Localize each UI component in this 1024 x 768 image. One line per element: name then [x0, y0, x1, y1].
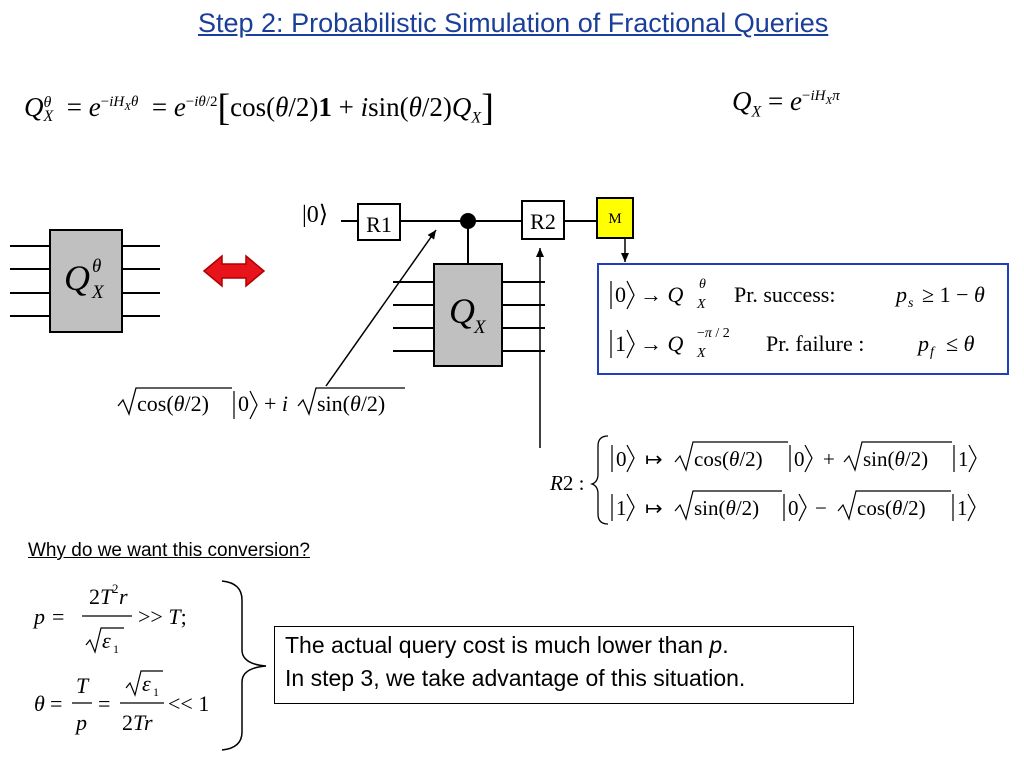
svg-text:>> T;: >> T; [138, 604, 187, 629]
svg-text:→ Q: → Q [640, 282, 684, 307]
equivalence-double-arrow [202, 254, 266, 288]
svg-text:2: 2 [112, 581, 119, 596]
svg-text:ε: ε [142, 671, 151, 696]
svg-text:cos(θ/2): cos(θ/2) [857, 496, 926, 520]
left-oracle-label-x: X [91, 282, 105, 303]
svg-text:−π / 2: −π / 2 [697, 326, 730, 341]
theta-formula: θ = T p = ε 1 2Tr << 1 [34, 670, 209, 735]
svg-text:T: T [76, 673, 90, 698]
svg-text:1: 1 [113, 642, 119, 656]
measure-gate [596, 197, 634, 239]
r2-gate [521, 200, 565, 240]
left-oracle-label-q: Q [64, 258, 90, 298]
svg-text:p: p [32, 604, 45, 629]
svg-text:−: − [815, 496, 827, 520]
r1-state-pointer [325, 229, 437, 387]
svg-text:1: 1 [615, 331, 626, 356]
r2-gate-label: R2 [530, 209, 556, 234]
svg-text:≥ 1 − θ: ≥ 1 − θ [922, 282, 985, 307]
svg-text:ε: ε [102, 628, 111, 653]
svg-text:f: f [930, 345, 936, 360]
r1-gate [357, 203, 401, 241]
svg-text:+: + [823, 447, 835, 471]
oracle-label-x: X [473, 317, 487, 338]
svg-text:s: s [908, 296, 914, 311]
r1-state-expression: cos(θ/2) 0 + i sin(θ/2) [117, 387, 405, 420]
left-oracle-label-theta: θ [92, 256, 101, 277]
conclusion-box: The actual query cost is much lower than… [274, 626, 854, 704]
svg-text:r: r [119, 584, 128, 609]
svg-text:↦: ↦ [645, 447, 663, 471]
grouping-brace [221, 580, 267, 751]
svg-text:0: 0 [238, 391, 249, 416]
slide-title: Step 2: Probabilistic Simulation of Frac… [198, 8, 829, 38]
svg-text:1: 1 [958, 447, 969, 471]
r1-gate-label: R1 [366, 212, 392, 237]
conclusion-line-1-var: p [709, 632, 723, 658]
conclusion-line-1: The actual query cost is much lower than… [285, 629, 853, 662]
svg-text:θ: θ [699, 277, 706, 292]
svg-text:+ i: + i [264, 391, 288, 416]
svg-text:p: p [74, 710, 87, 735]
svg-text:R2 :: R2 : [549, 471, 584, 495]
p-formula: p = 2T 2 r ε 1 >> T; [32, 581, 187, 656]
query-operator-equation: QX = e−iHXπ [732, 86, 840, 121]
input-ket-label: |0⟩ [302, 202, 328, 228]
svg-text:0: 0 [616, 447, 627, 471]
svg-text:Pr. failure :: Pr. failure : [766, 331, 864, 356]
svg-text:cos(θ/2): cos(θ/2) [137, 391, 209, 416]
svg-text:cos(θ/2): cos(θ/2) [694, 447, 763, 471]
control-dot [460, 213, 476, 229]
svg-text:X: X [696, 297, 706, 312]
svg-text:<< 1: << 1 [168, 691, 209, 716]
outcome-success-row: 0 → Q θ X Pr. success: p s ≥ 1 − θ [610, 277, 985, 312]
svg-text:Pr. success:: Pr. success: [734, 282, 835, 307]
svg-text:0: 0 [788, 496, 799, 520]
conclusion-line-1-text: The actual query cost is much lower than [285, 632, 710, 658]
why-heading: Why do we want this conversion? [28, 540, 310, 561]
outcome-box [597, 263, 1009, 375]
oracle-box [433, 263, 503, 367]
svg-text:→ Q: → Q [640, 331, 684, 356]
conclusion-line-2: In step 3, we take advantage of this sit… [285, 665, 746, 691]
svg-text:θ: θ [34, 691, 45, 716]
svg-text:sin(θ/2): sin(θ/2) [863, 447, 928, 471]
left-oracle-box [49, 229, 123, 333]
svg-text:≤ θ: ≤ θ [946, 331, 975, 356]
svg-text:sin(θ/2): sin(θ/2) [694, 496, 759, 520]
svg-text:X: X [696, 346, 706, 361]
svg-text:sin(θ/2): sin(θ/2) [317, 391, 385, 416]
svg-text:p: p [894, 282, 907, 307]
measure-gate-label: M [608, 211, 621, 227]
oracle-label-q: Q [449, 291, 475, 331]
svg-text:=: = [52, 604, 64, 629]
conclusion-line-1-suffix: . [722, 632, 729, 658]
outcome-failure-row: 1 → Q −π / 2 X Pr. failure : p f ≤ θ [610, 326, 975, 361]
r2-definition: R2 : 0 ↦ cos(θ/2) 0 + sin(θ/2) 1 1 ↦ sin… [549, 435, 977, 525]
svg-text:1: 1 [957, 496, 968, 520]
svg-text:0: 0 [615, 282, 626, 307]
svg-text:1: 1 [153, 685, 159, 699]
svg-text:2Tr: 2Tr [122, 710, 153, 735]
svg-text:p: p [916, 331, 929, 356]
svg-text:↦: ↦ [645, 496, 663, 520]
svg-text:2T: 2T [89, 584, 114, 609]
svg-text:0: 0 [794, 447, 805, 471]
svg-text:=: = [98, 691, 110, 716]
svg-text:=: = [50, 691, 62, 716]
svg-text:1: 1 [616, 496, 627, 520]
